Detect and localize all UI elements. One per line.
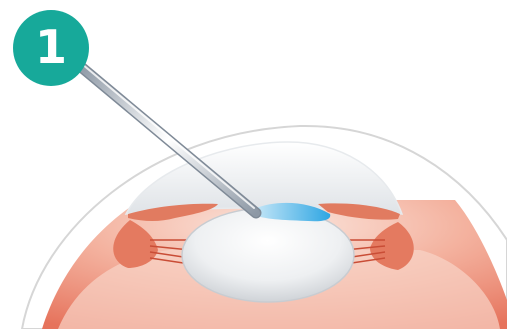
iris-left-body bbox=[113, 220, 158, 268]
iris-right bbox=[318, 203, 400, 220]
fluid-drop-icon bbox=[248, 202, 331, 222]
cannula-icon bbox=[74, 60, 262, 219]
lens bbox=[181, 207, 355, 303]
step-number: 1 bbox=[34, 20, 67, 74]
iris-left bbox=[128, 203, 218, 221]
step-badge: 1 bbox=[13, 10, 89, 86]
